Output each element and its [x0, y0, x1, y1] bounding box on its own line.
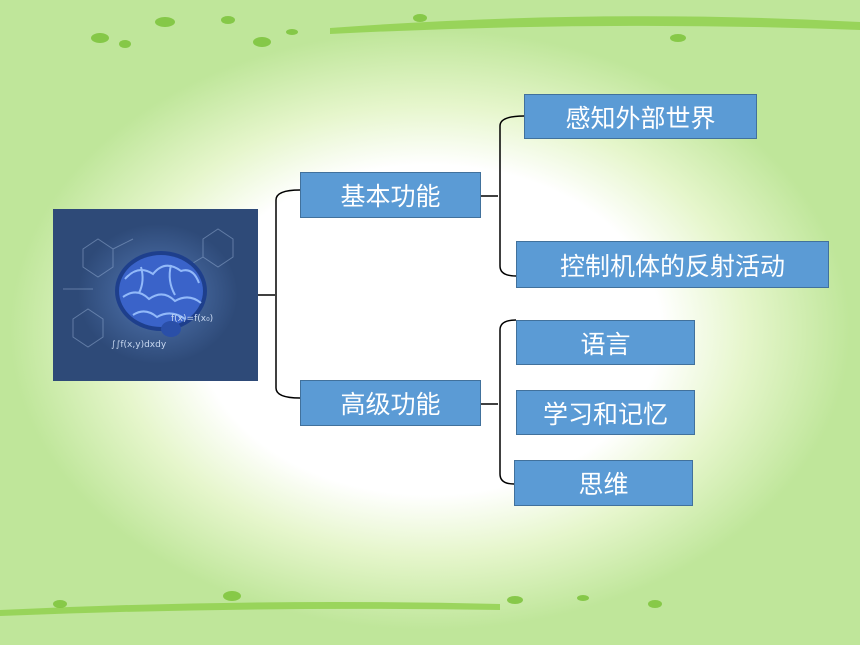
leaf-label: 语言 [580, 329, 631, 359]
leaf-label: 控制机体的反射活动 [559, 251, 785, 281]
formula-1: ∫∫f(x,y)dxdy [111, 340, 167, 350]
brain-image: ∫∫f(x,y)dxdy f(x)=f(x₀) [53, 209, 258, 381]
leaf-control-reflex: 控制机体的反射活动 [516, 241, 829, 288]
branch-advanced-functions: 高级功能 [300, 380, 481, 426]
leaf-perceive-outside-world: 感知外部世界 [524, 94, 757, 139]
leaf-label: 感知外部世界 [565, 103, 716, 133]
leaf-thinking: 思维 [514, 460, 693, 506]
leaf-label: 学习和记忆 [542, 399, 668, 429]
leaf-learning-memory: 学习和记忆 [516, 390, 695, 435]
brain-icon: ∫∫f(x,y)dxdy f(x)=f(x₀) [63, 228, 234, 350]
leaf-label: 思维 [578, 470, 629, 499]
branch-basic-functions: 基本功能 [300, 172, 481, 218]
branch-label: 高级功能 [340, 390, 441, 419]
branch-label: 基本功能 [340, 182, 441, 211]
leaf-language: 语言 [516, 320, 695, 365]
formula-2: f(x)=f(x₀) [171, 314, 213, 324]
